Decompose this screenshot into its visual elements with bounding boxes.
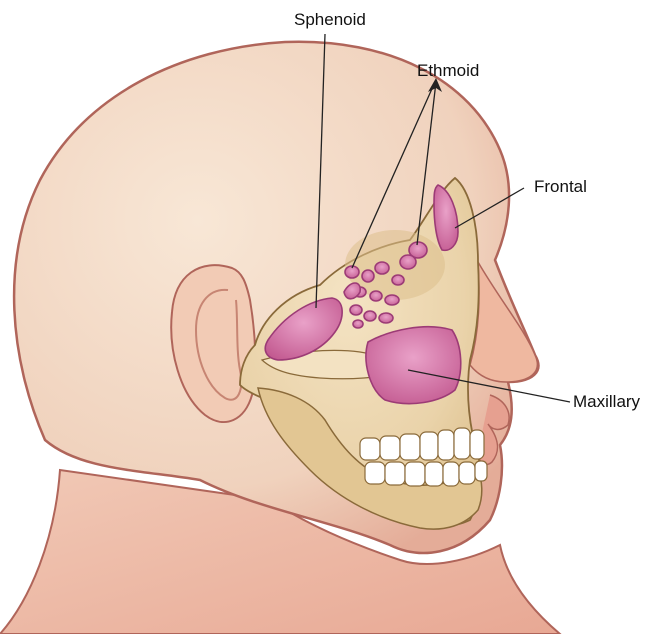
label-maxillary: Maxillary (573, 392, 641, 411)
maxillary-sinus (366, 327, 461, 404)
label-frontal: Frontal (534, 177, 587, 196)
label-sphenoid: Sphenoid (294, 10, 366, 29)
label-ethmoid: Ethmoid (417, 61, 479, 80)
